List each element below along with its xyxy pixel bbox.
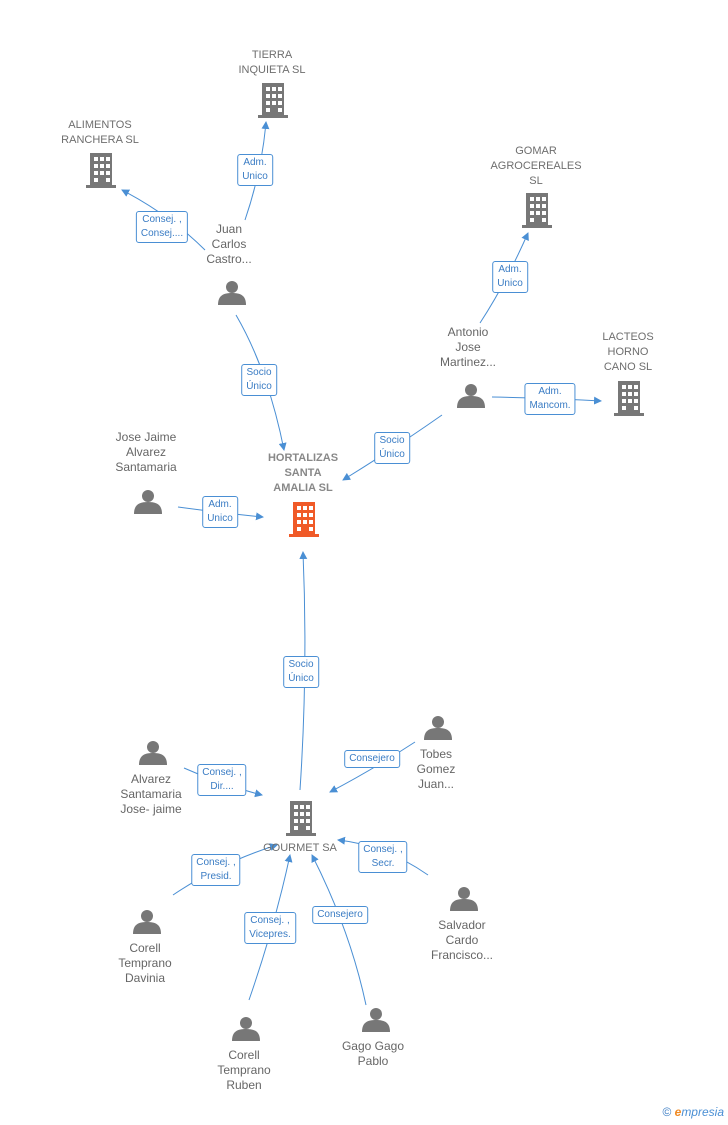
relation-badge-juan-tierra[interactable]: Adm. Unico bbox=[237, 154, 273, 186]
relation-badge-josejaime-main[interactable]: Adm. Unico bbox=[202, 496, 238, 528]
person-label-josejaime[interactable]: Jose Jaime Alvarez Santamaria bbox=[115, 430, 177, 474]
person-label-gago[interactable]: Gago Gago Pablo bbox=[341, 1039, 405, 1068]
person-label-antonio[interactable]: Antonio Jose Martinez... bbox=[439, 325, 497, 369]
person-label-ruben[interactable]: Corell Temprano Ruben bbox=[217, 1048, 271, 1092]
brand-footer[interactable]: © empresia bbox=[662, 1105, 724, 1119]
building-icon-main[interactable] bbox=[289, 502, 319, 537]
company-label-tierra[interactable]: TIERRA INQUIETA SL bbox=[238, 49, 306, 76]
relation-badge-juan-alimentos[interactable]: Consej. , Consej.... bbox=[135, 211, 189, 243]
person-label-alvarez[interactable]: Alvarez Santamaria Jose- jaime bbox=[120, 772, 182, 816]
building-icon-alimentos[interactable] bbox=[86, 153, 116, 188]
relation-badge-antonio-lacteos[interactable]: Adm. Mancom. bbox=[524, 383, 576, 415]
relation-badge-davinia-gourmet[interactable]: Consej. , Presid. bbox=[191, 854, 241, 886]
line-tobes-gourmet bbox=[329, 741, 416, 793]
person-icon-ruben[interactable] bbox=[232, 1017, 260, 1041]
relation-badge-gago-gourmet[interactable]: Consejero bbox=[312, 906, 368, 924]
person-icon-salvador[interactable] bbox=[450, 887, 478, 911]
person-label-davinia[interactable]: Corell Temprano Davinia bbox=[118, 941, 172, 985]
company-label-lacteos[interactable]: LACTEOS HORNO CANO SL bbox=[602, 331, 654, 373]
relation-badge-salvador-gourmet[interactable]: Consej. , Secr. bbox=[358, 841, 408, 873]
relation-badge-antonio-main[interactable]: Socio Único bbox=[374, 432, 410, 464]
copyright-symbol: © bbox=[662, 1105, 672, 1119]
person-icon-davinia[interactable] bbox=[133, 910, 161, 934]
building-icon-lacteos[interactable] bbox=[614, 381, 644, 416]
relation-badge-juan-main[interactable]: Socio Único bbox=[241, 364, 277, 396]
relation-badge-ruben-gourmet[interactable]: Consej. , Vicepres. bbox=[244, 912, 296, 944]
company-label-alimentos[interactable]: ALIMENTOS RANCHERA SL bbox=[61, 119, 139, 146]
relation-badge-gourmet-main[interactable]: Socio Único bbox=[283, 656, 319, 688]
company-label-gomar[interactable]: GOMAR AGROCEREALES SL bbox=[490, 145, 582, 187]
person-icon-antonio[interactable] bbox=[457, 384, 485, 408]
brand-logo-initial: e bbox=[674, 1105, 682, 1119]
company-label-main[interactable]: HORTALIZAS SANTA AMALIA SL bbox=[267, 452, 339, 494]
person-icon-josejaime[interactable] bbox=[134, 490, 162, 514]
line-gago-gourmet bbox=[311, 854, 367, 1006]
building-icon-gourmet[interactable] bbox=[286, 801, 316, 836]
building-icon-tierra[interactable] bbox=[258, 83, 288, 118]
company-icons bbox=[86, 83, 644, 836]
relation-badge-antonio-gomar[interactable]: Adm. Unico bbox=[492, 261, 528, 293]
person-icon-alvarez[interactable] bbox=[139, 741, 167, 765]
person-icon-juan[interactable] bbox=[218, 281, 246, 305]
person-label-salvador[interactable]: Salvador Cardo Francisco... bbox=[430, 918, 494, 962]
relation-badge-tobes-gourmet[interactable]: Consejero bbox=[344, 750, 400, 768]
relation-badge-alvarez-gourmet[interactable]: Consej. , Dir.... bbox=[197, 764, 247, 796]
building-icon-gomar[interactable] bbox=[522, 193, 552, 228]
person-icon-tobes[interactable] bbox=[424, 716, 452, 740]
company-label-gourmet[interactable]: GOURMET SA bbox=[263, 842, 337, 854]
brand-logo-text: mpresia bbox=[681, 1105, 724, 1119]
person-label-tobes[interactable]: Tobes Gomez Juan... bbox=[416, 747, 456, 791]
person-icon-gago[interactable] bbox=[362, 1008, 390, 1032]
person-label-juan[interactable]: Juan Carlos Castro... bbox=[206, 222, 252, 266]
